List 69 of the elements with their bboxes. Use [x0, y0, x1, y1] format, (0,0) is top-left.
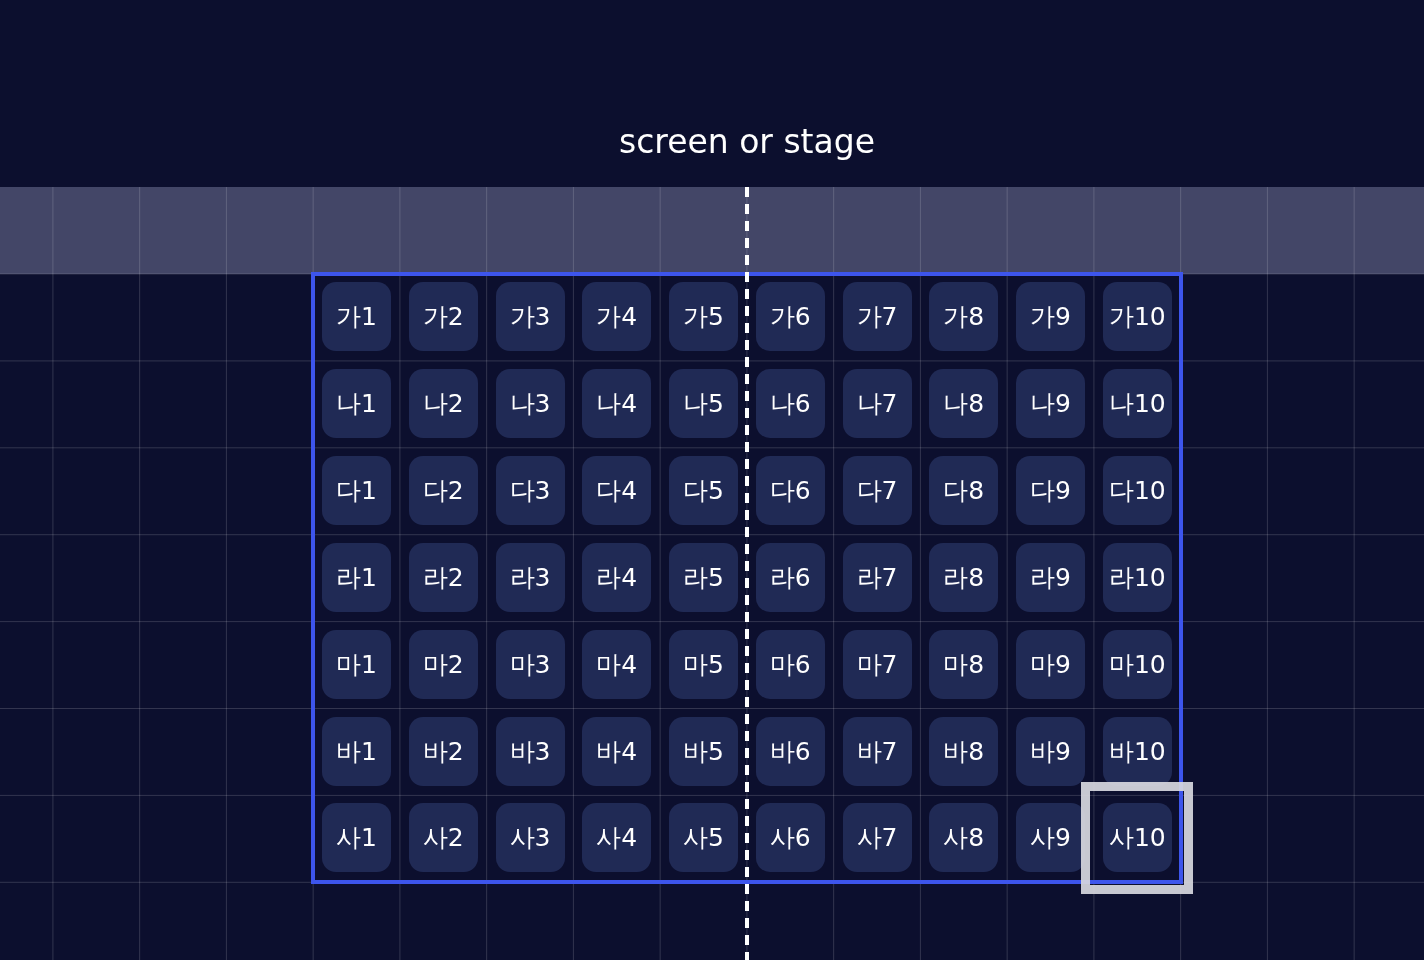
seat-tile: 라8	[929, 542, 999, 612]
seat-tile: 사1	[322, 803, 391, 873]
stage-label: screen or stage	[619, 122, 875, 162]
seat-tile: 바7	[842, 716, 912, 786]
seat-tile: 다6	[755, 455, 825, 525]
seat-tile: 나4	[582, 368, 652, 438]
seat-tile: 마10	[1102, 629, 1172, 699]
seat-tile: 사6	[755, 803, 825, 873]
seat-tile: 가3	[495, 282, 565, 351]
seat-tile: 다5	[669, 455, 738, 525]
seat-tile: 사3	[495, 803, 565, 873]
seat-tile: 가8	[929, 282, 999, 351]
seat-tile: 나8	[929, 368, 999, 438]
seat-tile: 다10	[1102, 455, 1172, 525]
seat-tile: 가4	[582, 282, 652, 351]
seat-tile: 사5	[669, 803, 738, 873]
seat-tile: 바2	[408, 716, 478, 786]
seat-tile: 라4	[582, 542, 652, 612]
seat-tile: 나3	[495, 368, 565, 438]
seat-tile: 마9	[1016, 629, 1085, 699]
seat-tile: 라9	[1016, 542, 1085, 612]
seat-tile: 다4	[582, 455, 652, 525]
seat-tile: 라5	[669, 542, 738, 612]
seat-tile: 다3	[495, 455, 565, 525]
seat-tile: 바9	[1016, 716, 1085, 786]
seat-tile: 나7	[842, 368, 912, 438]
seat-tile: 다1	[322, 455, 391, 525]
seat-tile: 라2	[408, 542, 478, 612]
seat-tile: 사7	[842, 803, 912, 873]
seat-tile: 마6	[755, 629, 825, 699]
seat-tile: 가2	[408, 282, 478, 351]
seat-tile: 사4	[582, 803, 652, 873]
seat-tile: 다2	[408, 455, 478, 525]
seat-tile: 바4	[582, 716, 652, 786]
seat-tile: 다9	[1016, 455, 1085, 525]
seat-tile: 사8	[929, 803, 999, 873]
seat-tile: 다8	[929, 455, 999, 525]
seat-tile: 라7	[842, 542, 912, 612]
seat-tile: 마1	[322, 629, 391, 699]
seat-tile: 나2	[408, 368, 478, 438]
seat-tile: 사10	[1102, 803, 1172, 873]
seat-tile: 가6	[755, 282, 825, 351]
seat-tile: 마5	[669, 629, 738, 699]
seat-tile: 마7	[842, 629, 912, 699]
seat-tile: 마2	[408, 629, 478, 699]
seat-tile: 바6	[755, 716, 825, 786]
seat-tile: 가5	[669, 282, 738, 351]
seat-tile: 마8	[929, 629, 999, 699]
seat-tile: 가9	[1016, 282, 1085, 351]
seat-tile: 라10	[1102, 542, 1172, 612]
seat-tile: 나9	[1016, 368, 1085, 438]
seat-tile: 라6	[755, 542, 825, 612]
seat-tile: 가10	[1102, 282, 1172, 351]
seat-tile: 나1	[322, 368, 391, 438]
seat-tile: 바3	[495, 716, 565, 786]
seat-tile: 마3	[495, 629, 565, 699]
seat-tile: 가1	[322, 282, 391, 351]
seat-tile: 가7	[842, 282, 912, 351]
seat-tile: 라1	[322, 542, 391, 612]
seat-tile: 바8	[929, 716, 999, 786]
seat-tile: 나10	[1102, 368, 1172, 438]
seat-tile: 바1	[322, 716, 391, 786]
seat-tile: 나6	[755, 368, 825, 438]
seat-tile: 라3	[495, 542, 565, 612]
seat-tile: 마4	[582, 629, 652, 699]
seat-tile: 다7	[842, 455, 912, 525]
seat-tile: 나5	[669, 368, 738, 438]
seat-tile: 바5	[669, 716, 738, 786]
seat-tile: 사2	[408, 803, 478, 873]
